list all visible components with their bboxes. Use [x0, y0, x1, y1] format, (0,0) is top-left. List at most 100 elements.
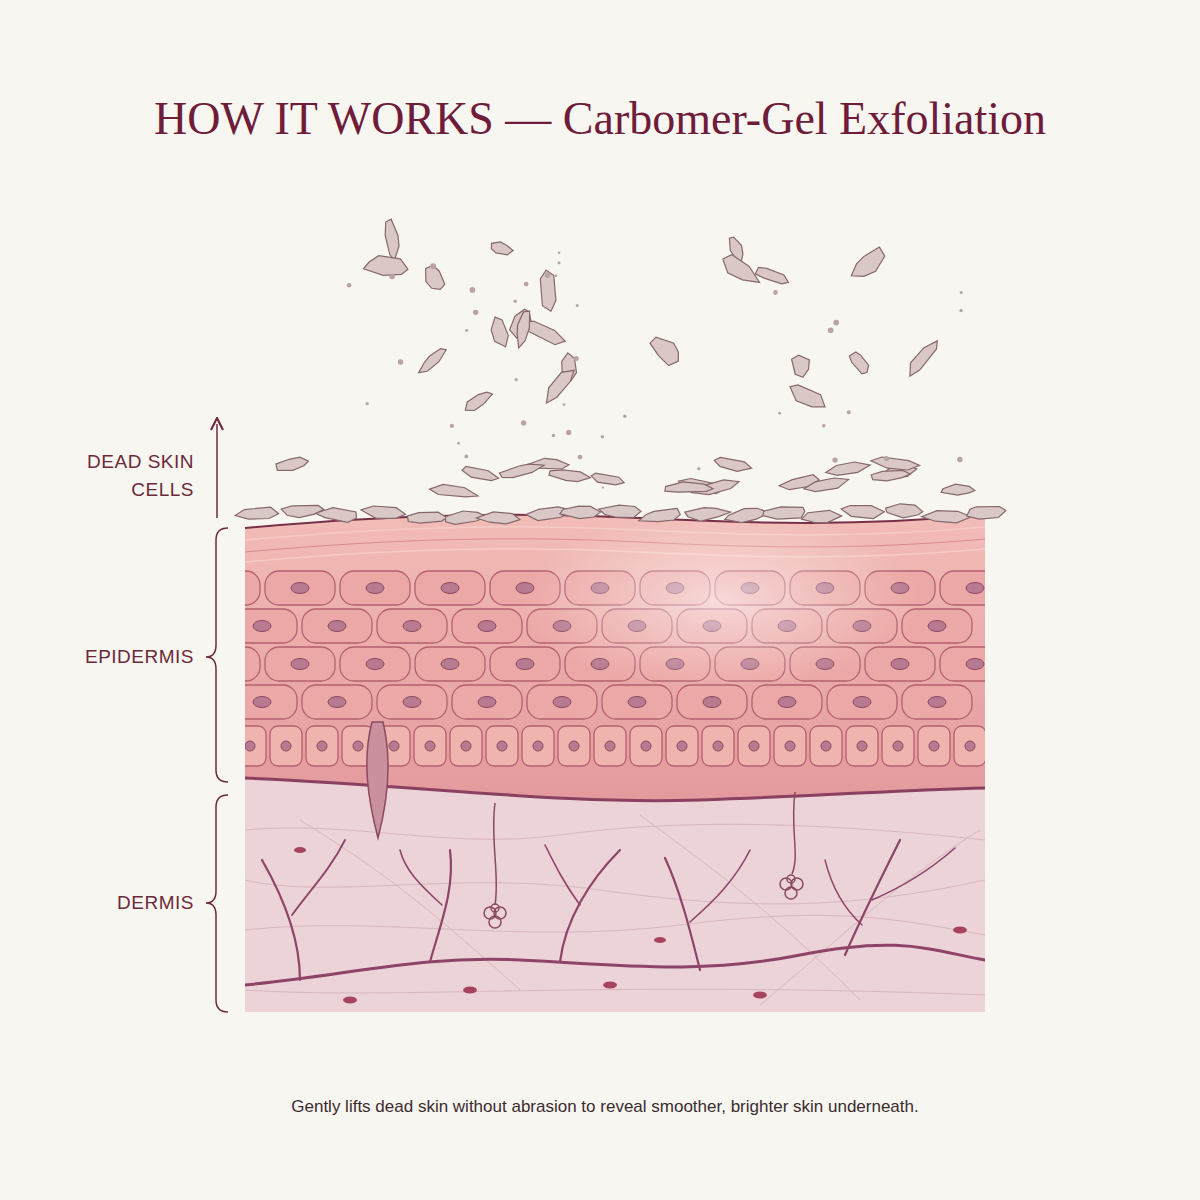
layer-label: DEAD SKIN CELLS	[54, 448, 194, 504]
cell-body	[702, 726, 734, 766]
gland-duct	[792, 792, 795, 874]
skin-speck	[521, 420, 526, 425]
cell-nucleus	[713, 741, 723, 751]
basal-cell	[414, 726, 446, 766]
vessel	[872, 848, 955, 900]
cell	[677, 685, 747, 719]
caption: Gently lifts dead skin without abrasion …	[10, 1097, 1200, 1117]
cell-nucleus	[328, 621, 346, 632]
cell	[377, 685, 447, 719]
gland-duct	[494, 803, 497, 905]
skin-speck	[697, 467, 700, 470]
cell-nucleus	[478, 621, 496, 632]
basal-cell	[666, 726, 698, 766]
gland-coil	[494, 907, 506, 919]
basal-cell	[486, 726, 518, 766]
skin-flake	[714, 457, 751, 471]
basal-cell	[630, 726, 662, 766]
cell-nucleus	[533, 741, 543, 751]
skin-flake	[491, 242, 513, 255]
skin-flake	[281, 505, 324, 517]
cell-nucleus	[749, 741, 759, 751]
skin-speck	[959, 309, 962, 312]
cell-body	[306, 726, 338, 766]
cell-body	[666, 726, 698, 766]
cell-body	[452, 685, 522, 719]
skin-speck	[822, 424, 826, 428]
cell-nucleus	[353, 741, 363, 751]
skin-flake	[430, 484, 479, 497]
fiber	[760, 830, 980, 1005]
blood-cell	[294, 847, 306, 853]
basal-cell	[450, 726, 482, 766]
skin-speck	[957, 457, 963, 463]
skin-speck	[524, 282, 529, 287]
skin-flake	[871, 470, 910, 480]
skin-flake	[851, 247, 885, 276]
cell-nucleus	[703, 697, 721, 708]
vessel	[430, 850, 451, 962]
cell	[452, 685, 522, 719]
cell	[302, 685, 372, 719]
skin-speck	[623, 415, 627, 419]
vessel	[560, 850, 620, 962]
skin-flake	[755, 267, 788, 284]
cell-nucleus	[403, 697, 421, 708]
vessel	[825, 860, 862, 925]
dead-skin-flakes	[235, 219, 1006, 524]
basal-cell	[738, 726, 770, 766]
skin-speck	[558, 251, 561, 254]
cell-body	[302, 609, 372, 643]
basal-cell	[558, 726, 590, 766]
skin-flake	[499, 464, 544, 477]
cell-nucleus	[853, 697, 871, 708]
cell-body	[227, 685, 297, 719]
skin-flake	[941, 484, 975, 495]
skin-speck	[578, 455, 583, 460]
cell-body	[227, 609, 297, 643]
vessel	[690, 850, 750, 922]
skin-speck	[576, 304, 579, 307]
hair-follicle	[367, 722, 388, 838]
skin-speck	[828, 327, 834, 333]
cell-nucleus	[778, 697, 796, 708]
basal-cell	[702, 726, 734, 766]
skin-speck	[602, 487, 604, 489]
cell-nucleus	[965, 741, 975, 751]
cell-nucleus	[516, 659, 534, 670]
cell-nucleus	[328, 697, 346, 708]
sweat-glands	[484, 792, 803, 928]
cell-nucleus	[291, 659, 309, 670]
cell-body	[738, 726, 770, 766]
blood-cell	[343, 997, 357, 1004]
skin-flake	[922, 511, 972, 523]
basal-cell	[810, 726, 842, 766]
skin-flake	[886, 504, 923, 518]
basal-cell	[774, 726, 806, 766]
cell-nucleus	[389, 741, 399, 751]
cell-body	[527, 685, 597, 719]
cell-body	[415, 571, 485, 605]
skin-flake	[407, 512, 447, 523]
cell-nucleus	[966, 659, 984, 670]
basal-cell	[306, 726, 338, 766]
cell-nucleus	[928, 697, 946, 708]
fiber	[245, 824, 985, 840]
cell-body	[302, 685, 372, 719]
cell-nucleus	[605, 741, 615, 751]
skin-flake	[316, 508, 357, 523]
cell	[490, 647, 560, 681]
cell-nucleus	[281, 741, 291, 751]
skin-flake	[462, 466, 499, 480]
highlight	[520, 510, 920, 690]
cell-body	[558, 726, 590, 766]
cell	[452, 609, 522, 643]
cell-nucleus	[253, 621, 271, 632]
cell-nucleus	[677, 741, 687, 751]
cell	[377, 609, 447, 643]
cell-body	[752, 685, 822, 719]
cell-body	[918, 726, 950, 766]
skin-flake	[804, 478, 849, 492]
skin-flake	[419, 349, 447, 373]
skin-flake	[547, 370, 575, 403]
